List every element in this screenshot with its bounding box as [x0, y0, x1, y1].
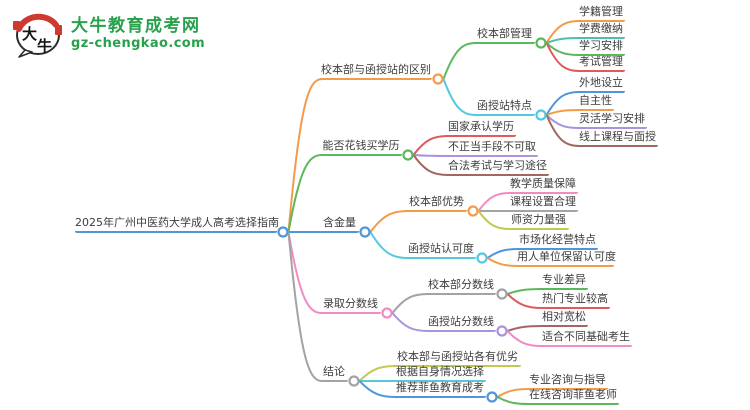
mindmap-node[interactable]: 灵活学习安排 [577, 112, 647, 129]
mindmap-node[interactable]: 在线咨询菲鱼老师 [527, 388, 619, 405]
edge-line [486, 248, 520, 259]
edge-line [506, 293, 543, 309]
edge-line [545, 109, 580, 116]
mindmap-node[interactable]: 函授站特点 [474, 99, 535, 116]
mindmap-node[interactable]: 考试管理 [577, 55, 625, 72]
mindmap-node[interactable]: 外地设立 [577, 76, 625, 93]
mindmap-node[interactable]: 含金量 [320, 216, 359, 233]
mindmap-node[interactable]: 结论 [320, 365, 348, 382]
mindmap-node[interactable]: 专业差异 [540, 273, 588, 290]
mindmap-node[interactable]: 函授站分数线 [426, 315, 496, 332]
edge-line [391, 293, 429, 314]
edge-line [412, 154, 449, 157]
edge-line [442, 42, 477, 80]
node-connector-dot[interactable] [348, 375, 360, 387]
node-connector-dot[interactable] [381, 307, 393, 319]
edge-line [369, 231, 409, 259]
edge-line [412, 154, 449, 176]
mindmap-node[interactable]: 能否花钱买学历 [320, 139, 402, 156]
mindmap-node[interactable]: 适合不同基础考生 [540, 330, 632, 347]
site-logo[interactable]: 大 牛 大牛教育成考网 gz-chengkao.com [12, 10, 205, 58]
edge-line [496, 396, 530, 405]
node-connector-dot[interactable] [432, 73, 444, 85]
mindmap-node[interactable]: 学籍管理 [577, 5, 625, 22]
edge-line [369, 210, 409, 233]
mindmap-node[interactable]: 校本部与函授站的区别 [320, 63, 432, 80]
logo-char-da: 大 [22, 25, 37, 43]
site-title: 大牛教育成考网 [71, 16, 201, 36]
edge-line [545, 114, 580, 147]
mindmap-node[interactable]: 2025年广州中医药大学成人高考选择指南 [75, 216, 279, 233]
mindmap-node[interactable]: 合法考试与学习途径 [446, 159, 549, 176]
mindmap-node[interactable]: 用人单位保留认可度 [517, 250, 616, 267]
edge-line [545, 42, 580, 56]
node-connector-dot[interactable] [359, 226, 371, 238]
mindmap-node[interactable]: 函授站认可度 [406, 242, 476, 259]
node-connector-dot[interactable] [535, 37, 547, 49]
edge-line [391, 312, 429, 332]
edge-line [545, 91, 580, 116]
edge-line [442, 78, 477, 116]
node-connector-dot[interactable] [535, 109, 547, 121]
edge-line [358, 380, 397, 398]
mindmap-node[interactable]: 校本部优势 [406, 195, 467, 212]
mindmap-node[interactable]: 不正当手段不可取 [446, 140, 538, 157]
node-connector-dot[interactable] [476, 252, 488, 264]
mindmap-node[interactable]: 师资力量强 [508, 213, 569, 230]
edge-line [545, 42, 580, 72]
edge-line [358, 365, 397, 382]
mindmap-node[interactable]: 校本部管理 [474, 27, 535, 44]
edge-line [287, 78, 323, 233]
edge-line [287, 231, 323, 314]
mindmap-node[interactable]: 教学质量保障 [508, 177, 578, 194]
mindmap-node[interactable]: 学习安排 [577, 39, 625, 56]
logo-char-niu: 牛 [37, 37, 52, 55]
mindmap-node[interactable]: 根据自身情况选择 [394, 365, 486, 382]
node-connector-dot[interactable] [496, 288, 508, 300]
site-url: gz-chengkao.com [71, 36, 206, 51]
mindmap-node[interactable]: 市场化经营特点 [517, 233, 598, 250]
mindmap-node[interactable]: 自主性 [577, 94, 614, 111]
edge-line [496, 388, 530, 398]
node-connector-dot[interactable] [402, 149, 414, 161]
edge-line [545, 20, 580, 44]
edge-line [477, 192, 511, 212]
mindmap-node[interactable]: 校本部分数线 [426, 278, 496, 295]
edge-line [287, 154, 323, 233]
edge-line [506, 330, 543, 347]
mindmap-node[interactable]: 推荐菲鱼教育成考 [394, 381, 486, 398]
edge-line [506, 288, 543, 295]
mindmap-node[interactable]: 专业咨询与指导 [527, 373, 608, 390]
mindmap-node[interactable]: 课程设置合理 [508, 195, 578, 212]
edge-line [506, 325, 543, 332]
node-connector-dot[interactable] [467, 205, 479, 217]
node-connector-dot[interactable] [496, 325, 508, 337]
mindmap-node[interactable]: 线上课程与面授 [577, 130, 658, 147]
edge-line [477, 210, 511, 230]
mindmap-node[interactable]: 学费缴纳 [577, 22, 625, 39]
mindmap-node[interactable]: 校本部与函授站各有优劣 [394, 350, 521, 367]
edge-line [545, 114, 580, 129]
mindmap-node[interactable]: 录取分数线 [320, 297, 381, 314]
edge-line [287, 231, 323, 382]
edge-line [412, 135, 449, 156]
edge-line [545, 37, 580, 44]
mindmap-node[interactable]: 热门专业较高 [540, 292, 610, 309]
edge-line [486, 257, 520, 267]
mindmap-node[interactable]: 相对宽松 [540, 310, 588, 327]
node-connector-dot[interactable] [486, 391, 498, 403]
daniu-logo-icon: 大 牛 [13, 13, 62, 58]
mindmap-node[interactable]: 国家承认学历 [446, 120, 516, 137]
node-connector-dot[interactable] [277, 226, 289, 238]
